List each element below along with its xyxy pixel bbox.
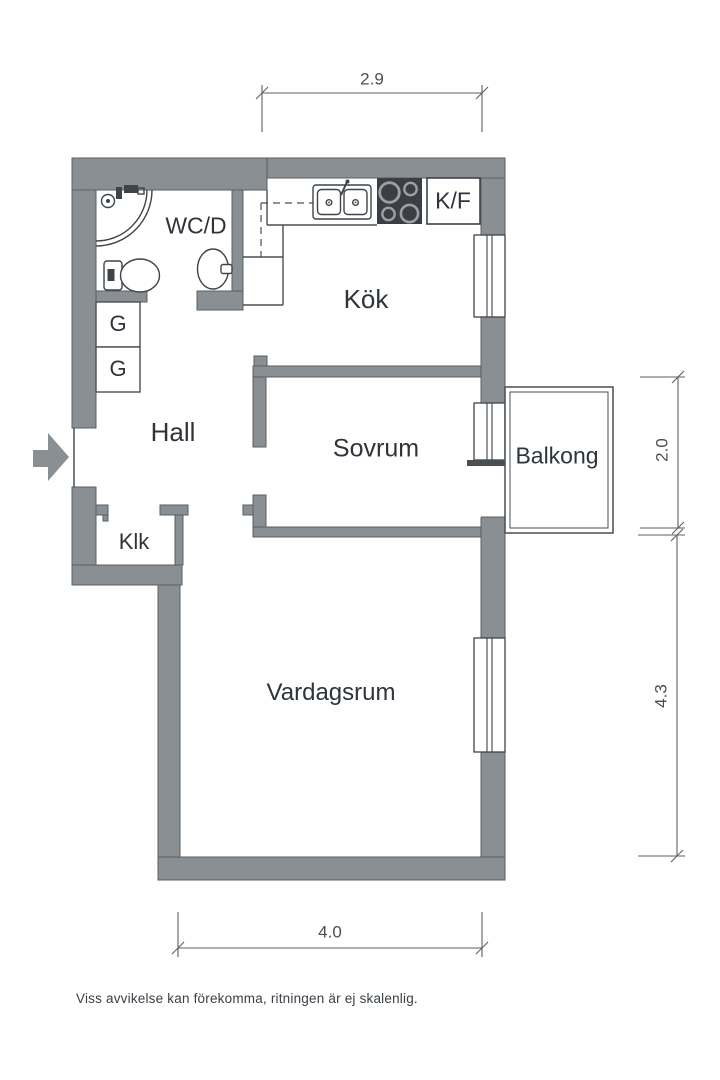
room-label-kok: Kök [343,284,389,314]
balcony-outline [504,386,614,534]
toilet-icon [103,258,161,293]
room-label-wcd: WC/D [165,212,227,239]
dimension-top: 2.9 [360,69,384,89]
stove-icon [377,178,422,224]
entrance-arrow-icon [33,433,69,481]
fridge-freezer-label: K/F [435,187,471,214]
wardrobe-label: G [109,356,127,381]
window-icon [473,402,506,461]
wardrobe-boxes [95,301,141,393]
room-label-vardagsrum: Vardagsrum [266,679,396,706]
window-icon [473,637,506,753]
room-label-sovrum: Sovrum [332,434,420,463]
shower-icon [95,185,153,247]
dimension-right-upper: 2.0 [652,438,672,462]
room-label-klk: Klk [118,529,150,554]
dimension-right-lower: 4.3 [651,684,671,708]
dimension-lines [171,85,685,957]
fridge-freezer-box [426,177,481,225]
room-label-hall: Hall [150,417,196,447]
kitchen-counter [243,190,377,306]
room-label-balkong: Balkong [515,442,599,469]
kitchen-sink-icon [312,179,372,220]
wardrobe-label: G [109,311,127,336]
balcony-threshold [467,460,505,466]
dimension-bottom: 4.0 [318,922,342,942]
windows [467,234,506,753]
washbasin-icon [196,248,233,290]
balcony-door-opening [480,466,506,518]
window-icon [473,234,506,318]
disclaimer-text: Viss avvikelse kan förekomma, ritningen … [76,991,418,1006]
